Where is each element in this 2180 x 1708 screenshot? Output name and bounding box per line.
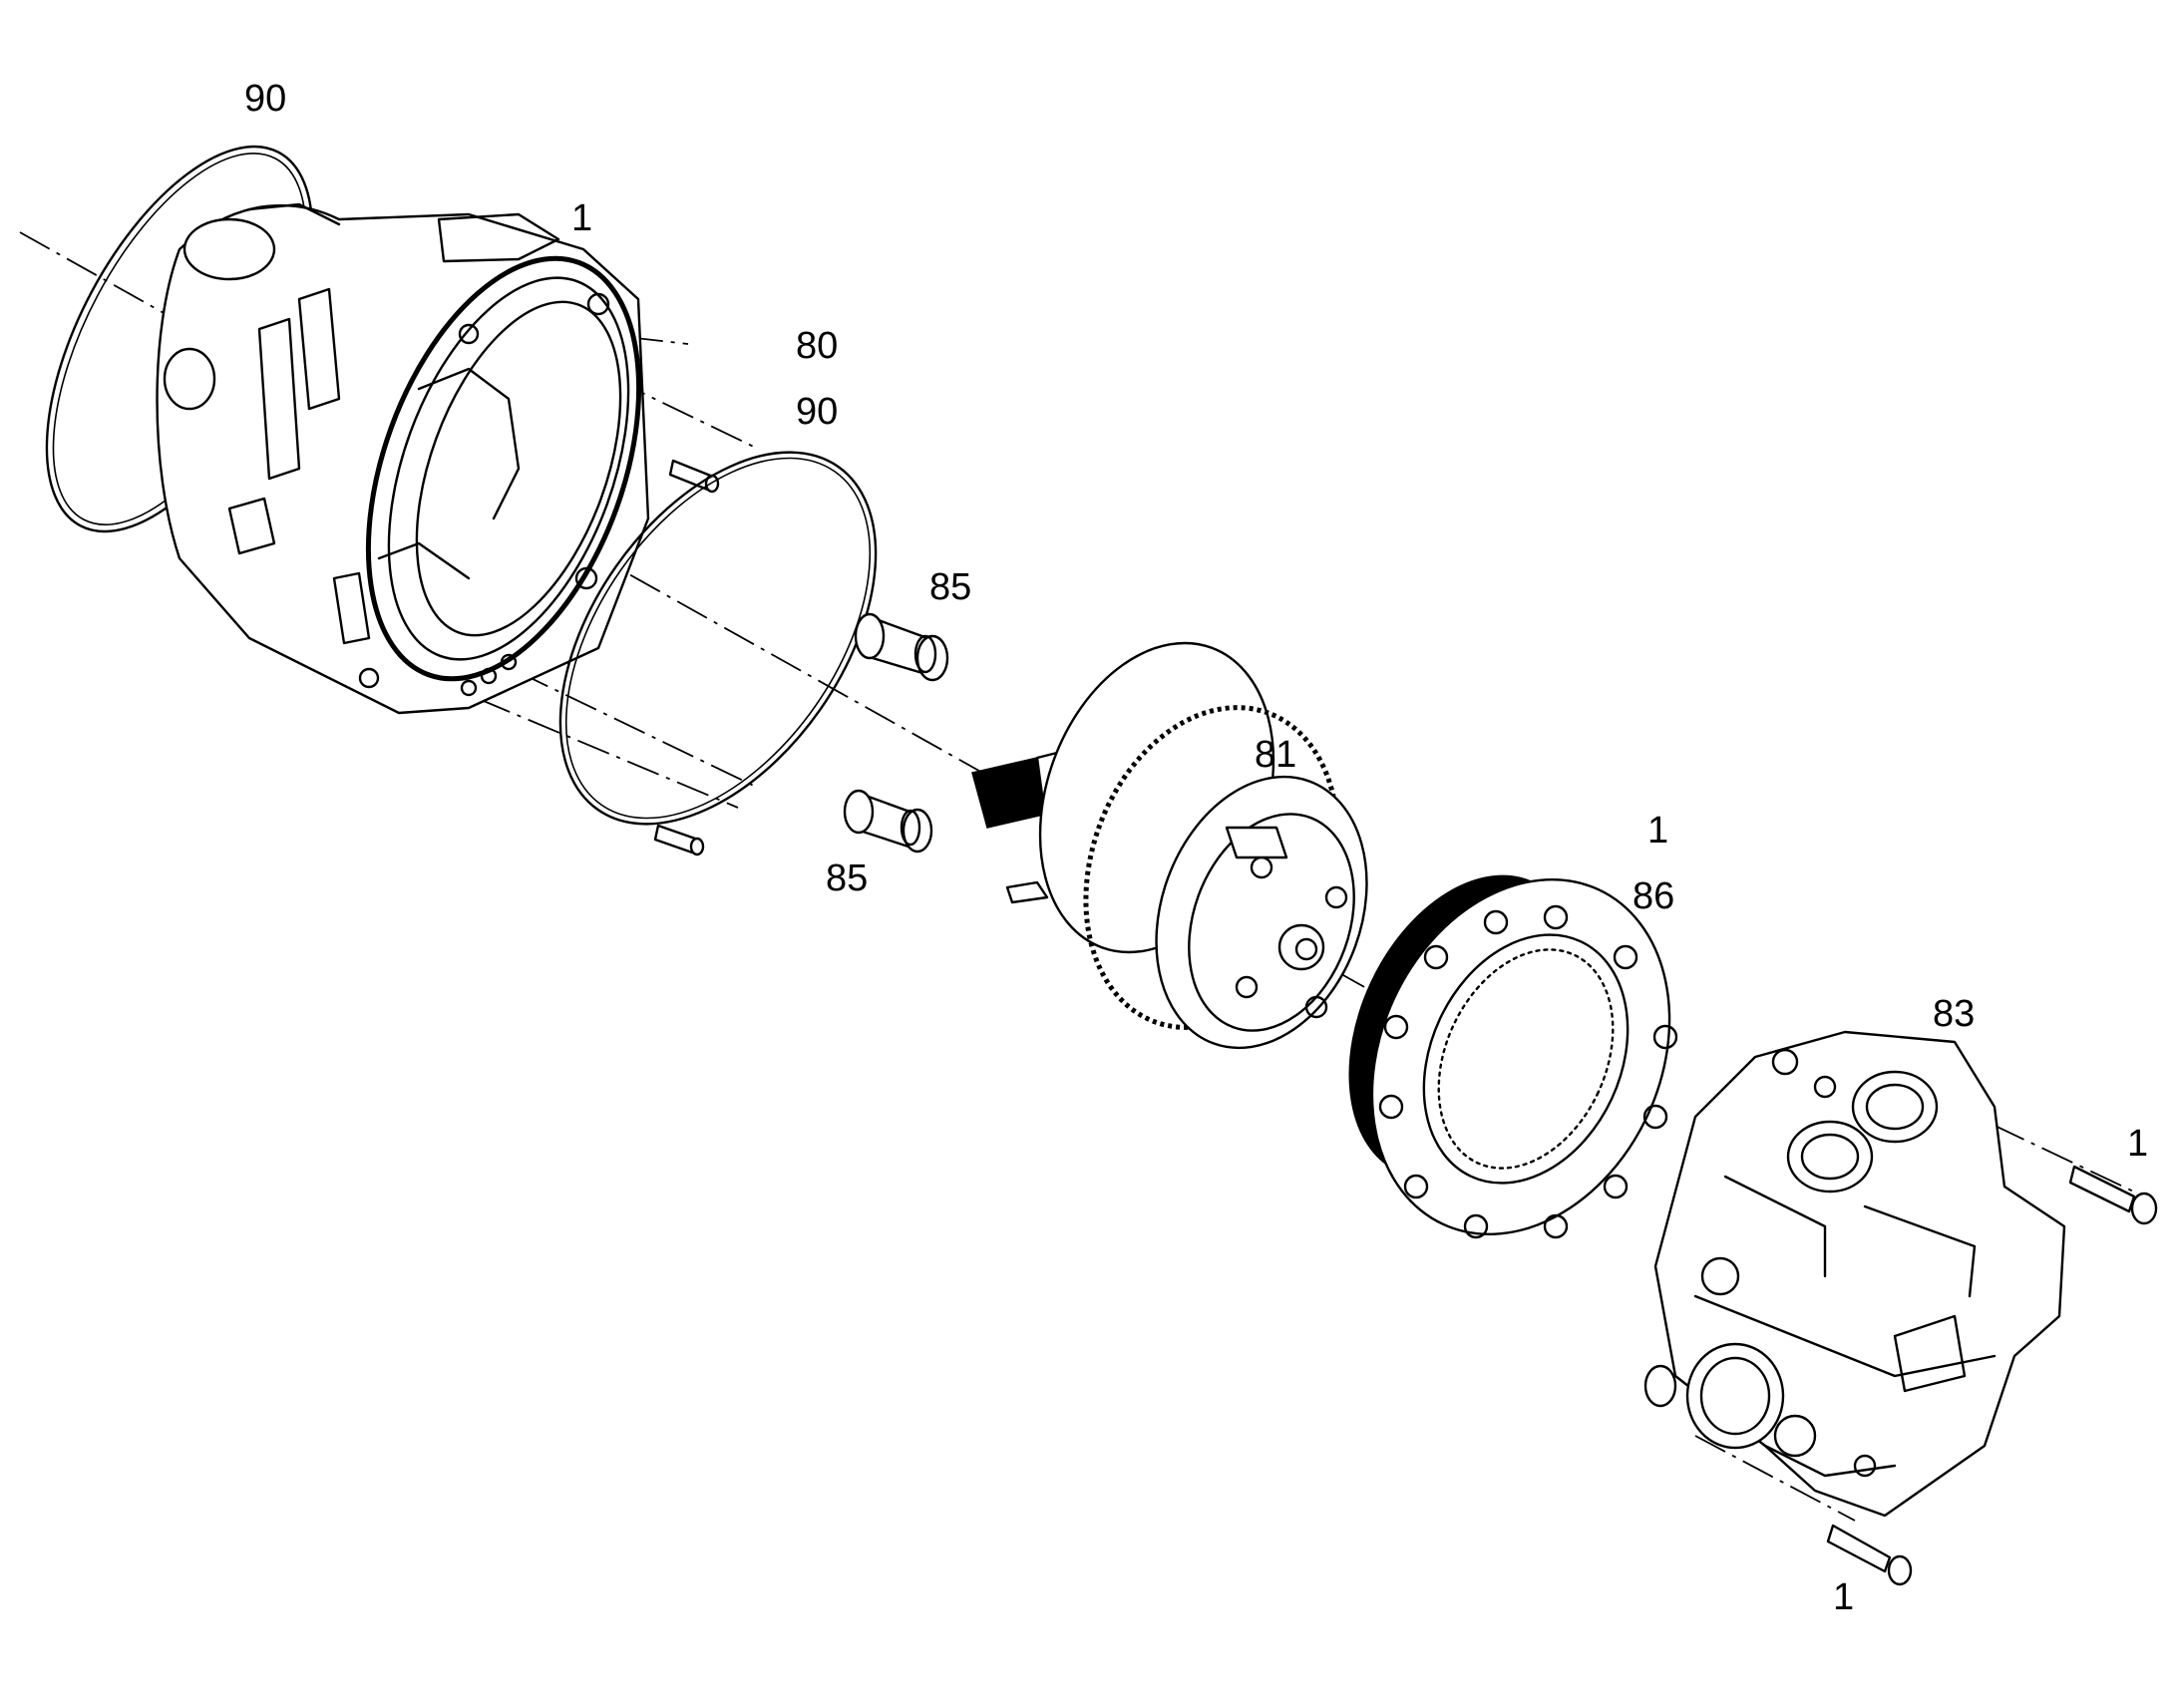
callout-85-bottom: 85 (826, 857, 869, 899)
callout-80: 80 (796, 325, 839, 367)
callout-83: 83 (1933, 993, 1976, 1035)
valve-block (1643, 1030, 2066, 1518)
callout-85-top: 85 (929, 566, 972, 608)
callout-90-ring: 90 (796, 391, 839, 433)
callout-1-ring: 1 (1647, 810, 1669, 852)
dowel-pin-bottom (653, 824, 705, 856)
plug-bottom (843, 789, 933, 854)
callout-1-bolt-bottom: 1 (1833, 1576, 1855, 1618)
plug-top (854, 612, 949, 682)
callout-1-housing: 1 (571, 197, 593, 239)
callout-86: 86 (1633, 875, 1675, 917)
screw-bottom (1826, 1524, 1913, 1586)
callout-90-top: 90 (244, 78, 287, 120)
screw-top (2068, 1165, 2158, 1225)
callout-81: 81 (1255, 734, 1297, 776)
rotating-group (971, 641, 1368, 1050)
callout-1-bolt-top: 1 (2127, 1123, 2149, 1165)
o-ring-middle (558, 451, 878, 826)
motor-housing (156, 202, 650, 715)
bolt-ring (1348, 874, 1678, 1239)
